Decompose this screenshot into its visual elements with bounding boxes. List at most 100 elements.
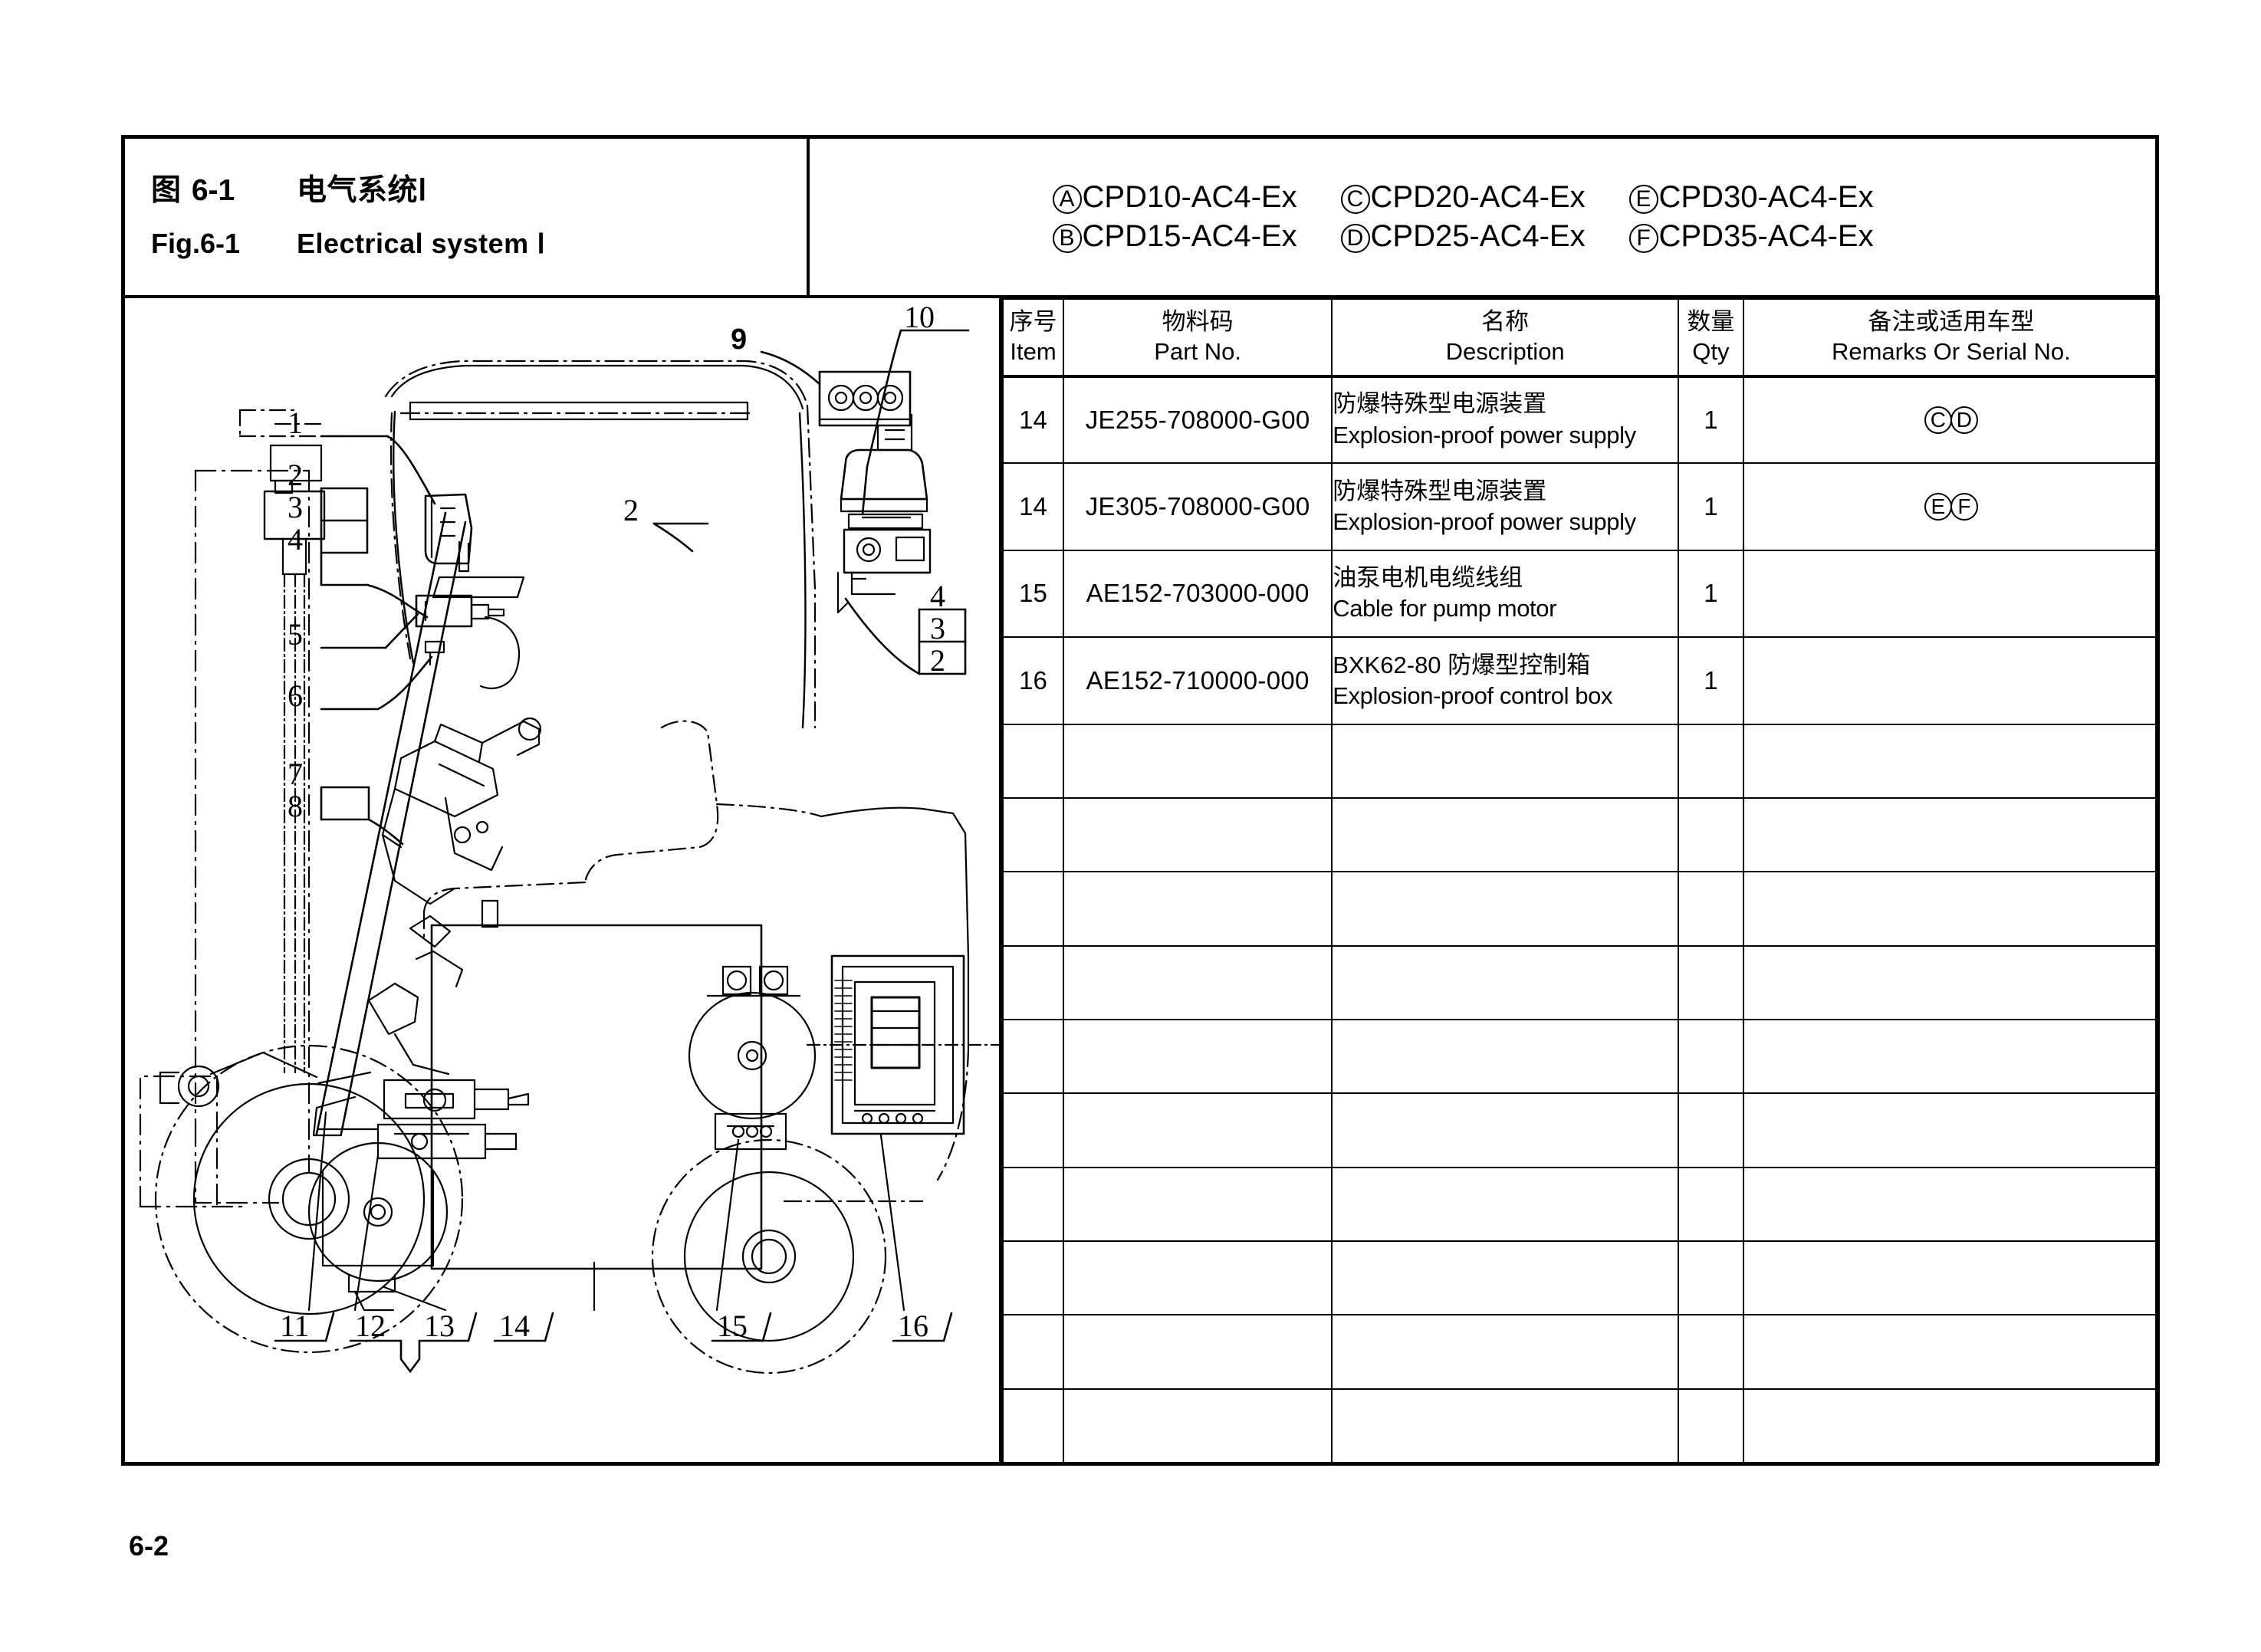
parts-table-container: 序号 Item 物料码 Part No. 名称 Description 数量 [999,298,2161,1463]
description-cn: 防爆特殊型电源装置 [1333,390,1547,418]
cell-empty [1063,1314,1333,1390]
description-en: Cable for pump motor [1333,595,1557,622]
circled-mark-b-icon: B [1052,224,1082,253]
callout-8: 8 [288,789,303,823]
cell-empty [1331,1240,1680,1316]
callout-3-left: 3 [288,490,303,524]
cell-remarks [1742,636,2161,725]
description-cn: 防爆特殊型电源装置 [1333,477,1547,504]
cell-empty [1063,1388,1333,1463]
cell-empty [1001,1166,1065,1242]
cell-empty [1331,1092,1680,1168]
callout-11: 11 [280,1309,310,1343]
table-row-empty [1001,723,2161,800]
cell-empty [1678,1018,1744,1095]
header-qty: 数量 Qty [1678,298,1744,378]
table-row-empty [1001,871,2161,947]
cell-empty [1678,723,1744,800]
cell-empty [1678,796,1744,873]
cell-empty [1742,1018,2161,1095]
cell-empty [1742,1388,2161,1463]
callout-14: 14 [499,1309,530,1343]
figure-en-title: Electrical system Ⅰ [297,228,546,259]
table-row-empty [1001,1240,2161,1316]
cell-part-no: AE152-703000-000 [1063,549,1333,639]
cell-remarks [1742,549,2161,639]
cell-empty [1331,1388,1680,1463]
cell-part-no: AE152-710000-000 [1063,636,1333,725]
cell-qty: 1 [1678,462,1744,551]
cell-empty [1742,723,2161,800]
cell-empty [1678,1166,1744,1242]
cell-part-no: JE305-708000-G00 [1063,462,1333,551]
cell-item: 16 [1001,636,1065,725]
table-header-row: 序号 Item 物料码 Part No. 名称 Description 数量 [1001,298,2161,378]
model-name-d: CPD25-AC4-Ex [1370,219,1586,253]
cell-empty [1001,1092,1065,1168]
figure-title-en: Fig.6-1 Electrical system Ⅰ [151,228,807,260]
cell-empty [1063,796,1333,873]
callout-2-left: 2 [288,458,303,492]
cell-empty [1001,1314,1065,1390]
cell-empty [1331,871,1680,947]
cell-empty [1063,1240,1333,1316]
cell-empty [1063,944,1333,1020]
cell-empty [1331,1018,1680,1095]
table-row-empty [1001,796,2161,873]
cell-part-no: JE255-708000-G00 [1063,375,1333,465]
header-remarks: 备注或适用车型 Remarks Or Serial No. [1742,298,2161,378]
callout-4-right: 4 [930,579,945,613]
callout-10: 10 [904,300,935,334]
model-name-c: CPD20-AC4-Ex [1370,179,1586,214]
model-name-a: CPD10-AC4-Ex [1082,179,1297,214]
callout-13: 13 [424,1309,455,1343]
circled-mark-d-icon: D [1950,406,1978,435]
callout-1: 1 [288,406,303,440]
forklift-diagram-pane: 1 2 3 4 5 6 7 8 9 10 2 4 3 2 11 12 13 [125,298,999,1463]
cell-empty [1001,1240,1065,1316]
callout-2-right-2: 2 [930,643,945,678]
drawing-frame: 图 6-1 电气系统Ⅰ Fig.6-1 Electrical system Ⅰ … [121,135,2161,1466]
cell-item: 15 [1001,549,1065,639]
callout-15: 15 [717,1309,748,1343]
cell-empty [1742,1092,2161,1168]
callout-6: 6 [288,678,303,713]
description-en: Explosion-proof power supply [1333,507,1636,535]
cell-empty [1001,871,1065,947]
table-row-empty [1001,1388,2161,1463]
cell-empty [1001,1388,1065,1463]
table-row-empty [1001,1314,2161,1390]
model-name-b: CPD15-AC4-Ex [1082,219,1297,253]
circled-mark-d-icon: D [1340,224,1370,253]
callout-12: 12 [355,1309,386,1343]
figure-cn-title: 电气系统Ⅰ [297,174,428,207]
cell-empty [1742,1166,2161,1242]
cell-empty [1678,1092,1744,1168]
table-row-empty [1001,1018,2161,1095]
description-cn: BXK62-80 防爆型控制箱 [1333,651,1591,678]
callout-9: 9 [731,324,747,356]
forklift-electrical-diagram: 1 2 3 4 5 6 7 8 9 10 2 4 3 2 11 12 13 [139,300,999,1374]
figure-en-label: Fig.6-1 [151,228,241,259]
cell-empty [1331,796,1680,873]
header-item: 序号 Item [1001,298,1065,378]
cell-qty: 1 [1678,375,1744,465]
cell-description: 防爆特殊型电源装置 Explosion-proof power supply [1331,462,1680,551]
callout-7: 7 [288,757,303,791]
cell-empty [1331,1314,1680,1390]
